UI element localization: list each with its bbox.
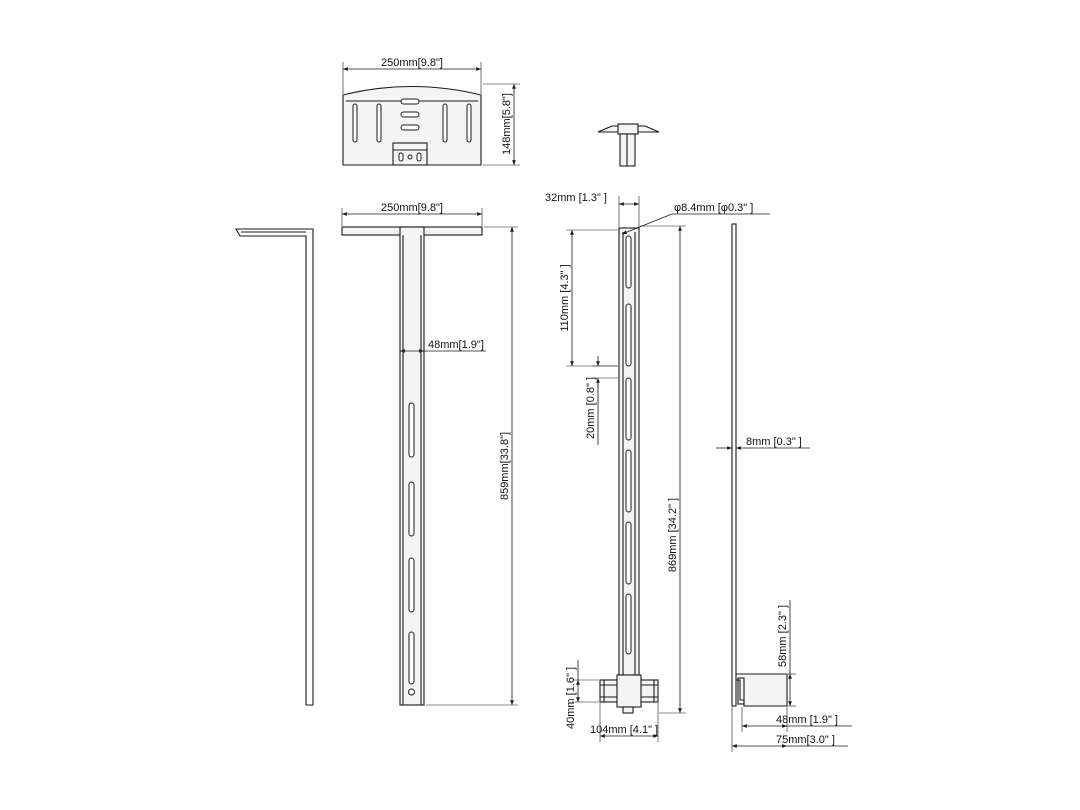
dimension-front-width: 250mm[9.8"] xyxy=(341,202,483,226)
bracket-top-detail xyxy=(597,123,660,167)
label-hook-total: 75mm[3.0" ] xyxy=(776,734,835,746)
bracket-front-view xyxy=(341,226,483,706)
dimension-top-width: 250mm[9.8"] xyxy=(342,57,482,94)
bracket-right-profile xyxy=(731,223,788,707)
dimension-hook-depth: 48mm [1.9" ] xyxy=(741,707,852,732)
label-slot-spacing: 110mm [4.3" ] xyxy=(559,264,571,331)
dimension-hook-total: 75mm[3.0" ] xyxy=(731,707,848,752)
dimension-hook-height: 58mm [2.3" ] xyxy=(777,600,796,707)
dimension-top-height: 148mm[5.8"] xyxy=(483,83,520,166)
label-side-top-width: 32mm [1.3" ] xyxy=(545,192,607,204)
label-side-height: 869mm [34.2" ] xyxy=(667,498,679,572)
label-thickness: 8mm [0.3" ] xyxy=(746,436,802,448)
tray-top-view xyxy=(342,85,482,166)
label-front-width: 250mm[9.8"] xyxy=(381,202,443,214)
label-hook-depth: 48mm [1.9" ] xyxy=(776,714,838,726)
dimension-side-top-width: 32mm [1.3" ] xyxy=(545,192,640,227)
dimension-slot-spacing: 110mm [4.3" ] xyxy=(559,229,618,367)
label-hook-height: 58mm [2.3" ] xyxy=(777,605,789,667)
label-foot-height: 40mm [1.6" ] xyxy=(565,667,577,729)
dimension-side-height: 869mm [34.2" ] xyxy=(640,225,686,714)
label-column-width: 48mm[1.9"] xyxy=(428,339,484,351)
dimension-foot-height: 40mm [1.6" ] xyxy=(565,660,599,729)
label-top-width: 250mm[9.8"] xyxy=(381,57,443,69)
label-foot-width: 104mm [4.1" ] xyxy=(590,724,658,736)
label-top-height: 148mm[5.8"] xyxy=(501,93,513,155)
label-hole-diameter: φ8.4mm [φ0.3" ] xyxy=(674,202,753,214)
dimension-slot-gap: 20mm [0.8" ] xyxy=(585,356,618,445)
bracket-side-view xyxy=(599,227,659,714)
dimension-foot-width: 104mm [4.1" ] xyxy=(590,703,659,742)
label-front-height: 859mm[33.8"] xyxy=(499,432,511,500)
dimension-hole-diameter: φ8.4mm [φ0.3" ] xyxy=(621,202,770,235)
dimension-front-height: 859mm[33.8"] xyxy=(426,226,518,706)
bracket-left-profile xyxy=(235,228,314,706)
dimension-thickness: 8mm [0.3" ] xyxy=(716,436,810,450)
label-slot-gap: 20mm [0.8" ] xyxy=(585,377,597,439)
dimension-column-width: 48mm[1.9"] xyxy=(400,339,486,353)
